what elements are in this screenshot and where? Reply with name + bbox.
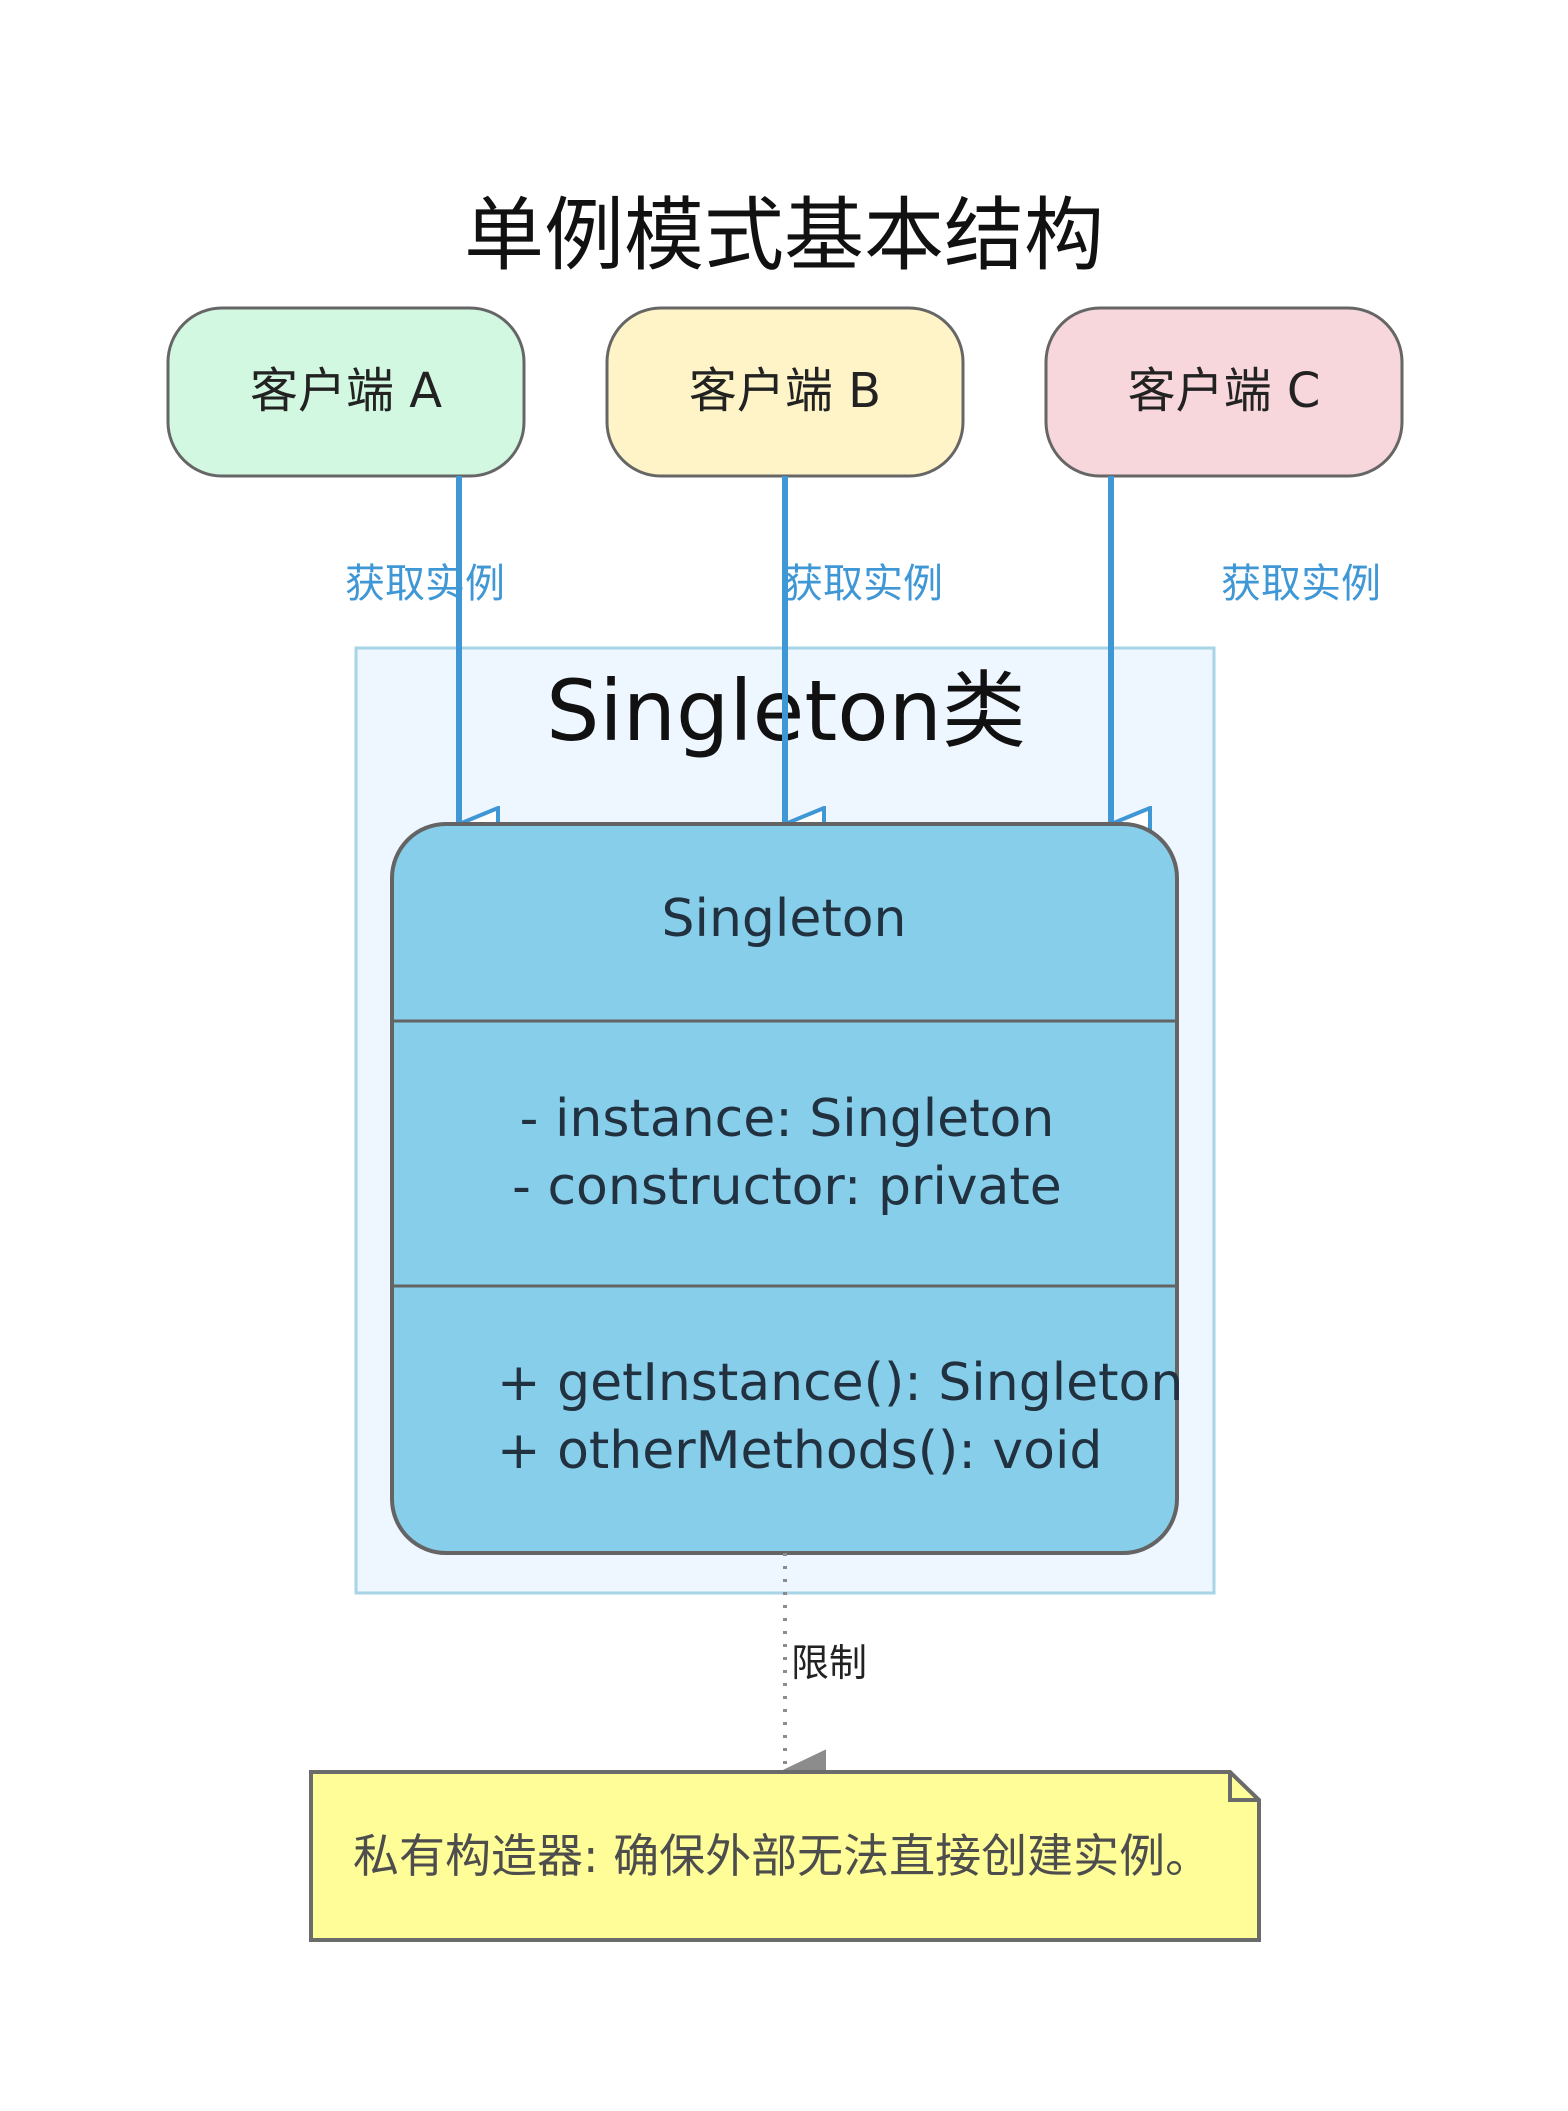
client-c-label: 客户端 C	[1128, 363, 1321, 419]
class-attribute-2: - constructor: private	[512, 1157, 1062, 1217]
client-c-node: 客户端 C	[1044, 306, 1404, 478]
note-text: 私有构造器: 确保外部无法直接创建实例。	[353, 1829, 1211, 1883]
client-a-label: 客户端 A	[250, 363, 442, 419]
client-b-edge-label: 获取实例	[783, 561, 943, 607]
restriction-label: 限制	[791, 1641, 867, 1685]
client-b-label: 客户端 B	[689, 363, 881, 419]
class-attribute-1: - instance: Singleton	[520, 1089, 1055, 1149]
client-b-node: 客户端 B	[605, 306, 965, 478]
class-name: Singleton	[661, 889, 906, 949]
client-a-node: 客户端 A	[166, 306, 526, 478]
diagram-title: 单例模式基本结构	[464, 189, 1104, 282]
singleton-class-node: Singleton - instance: Singleton - constr…	[390, 822, 1183, 1555]
client-c-edge-label: 获取实例	[1221, 561, 1381, 607]
client-a-edge-label: 获取实例	[345, 561, 505, 607]
class-method-2: + otherMethods(): void	[497, 1421, 1102, 1481]
class-method-1: + getInstance(): Singleton	[497, 1353, 1183, 1413]
constructor-note: 私有构造器: 确保外部无法直接创建实例。	[309, 1770, 1261, 1942]
